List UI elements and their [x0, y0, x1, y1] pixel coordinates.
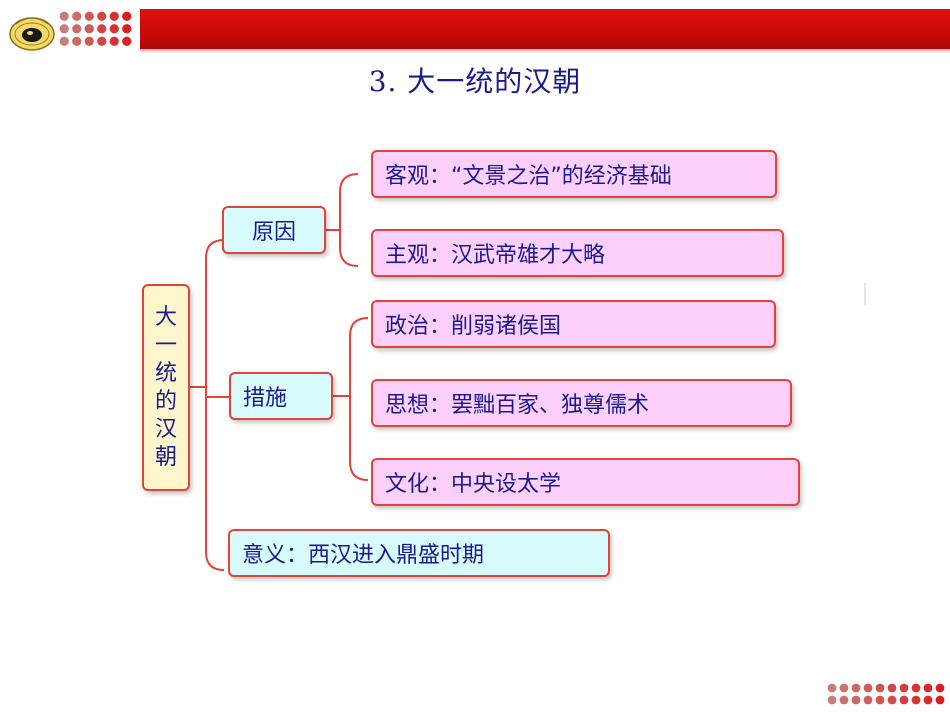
measures-thought-node: 思想：罢黜百家、独尊儒术	[371, 379, 792, 427]
dot-mark	[122, 24, 132, 34]
dot-mark	[899, 695, 909, 705]
dot-mark	[109, 36, 119, 46]
measures-culture-node: 文化：中央设太学	[371, 458, 800, 506]
dot-mark	[84, 11, 94, 21]
dot-mark	[863, 683, 873, 693]
dot-mark	[923, 683, 933, 693]
dot-mark	[923, 695, 933, 705]
dot-mark	[851, 695, 861, 705]
dot-mark	[851, 683, 861, 693]
dot-mark	[122, 36, 132, 46]
branch-significance-label: 意义：西汉进入鼎盛时期	[242, 543, 485, 568]
branch-reason-label: 原因	[251, 220, 296, 245]
measures-politics-node: 政治：削弱诸侯国	[371, 300, 776, 348]
dot-mark	[827, 695, 837, 705]
dot-mark	[59, 11, 69, 21]
header-shadow	[140, 49, 950, 53]
dot-mark	[84, 36, 94, 46]
dot-mark	[72, 24, 82, 34]
reason-objective-node: 客观：“文景之治”的经济基础	[371, 150, 777, 198]
dot-mark	[935, 683, 945, 693]
dot-mark	[59, 24, 69, 34]
red-dot-pattern-icon	[827, 683, 945, 705]
dot-mark	[887, 683, 897, 693]
dot-mark	[839, 695, 849, 705]
root-char: 朝	[154, 444, 177, 470]
root-char: 大	[154, 304, 177, 330]
branch-measures-node: 措施	[229, 372, 333, 420]
dot-mark	[109, 24, 119, 34]
page-title: 3. 大一统的汉朝	[368, 65, 582, 98]
dot-mark	[827, 683, 837, 693]
dot-mark	[97, 36, 107, 46]
root-char: 一	[154, 332, 177, 358]
emblem-logo-icon	[9, 17, 55, 51]
dot-mark	[875, 683, 885, 693]
dot-mark	[839, 683, 849, 693]
header-band	[140, 9, 950, 49]
root-node: 大 一 统 的 汉 朝	[142, 284, 190, 491]
dot-mark	[84, 24, 94, 34]
dot-mark	[59, 36, 69, 46]
dot-mark	[911, 695, 921, 705]
dot-mark	[109, 11, 119, 21]
root-char: 汉	[154, 416, 177, 442]
dot-mark	[899, 683, 909, 693]
dot-mark	[72, 36, 82, 46]
root-char: 统	[154, 360, 177, 386]
reason-objective-label: 客观：“文景之治”的经济基础	[385, 164, 672, 189]
branch-measures-label: 措施	[243, 386, 288, 411]
reason-subjective-label: 主观：汉武帝雄才大略	[385, 243, 606, 268]
measures-culture-label: 文化：中央设太学	[385, 472, 562, 497]
dot-mark	[122, 11, 132, 21]
dot-mark	[935, 695, 945, 705]
reason-subjective-node: 主观：汉武帝雄才大略	[371, 229, 784, 277]
root-char: 的	[154, 388, 177, 414]
dot-mark	[863, 695, 873, 705]
measures-thought-label: 思想：罢黜百家、独尊儒术	[385, 393, 650, 418]
dot-mark	[875, 695, 885, 705]
branch-reason-node: 原因	[222, 206, 326, 254]
red-dot-pattern-icon	[59, 11, 132, 46]
dot-mark	[97, 24, 107, 34]
dot-mark	[72, 11, 82, 21]
dot-mark	[97, 11, 107, 21]
dot-mark	[911, 683, 921, 693]
measures-politics-label: 政治：削弱诸侯国	[385, 314, 562, 339]
branch-significance-node: 意义：西汉进入鼎盛时期	[228, 529, 610, 577]
dot-mark	[887, 695, 897, 705]
divider-mark	[864, 283, 866, 305]
